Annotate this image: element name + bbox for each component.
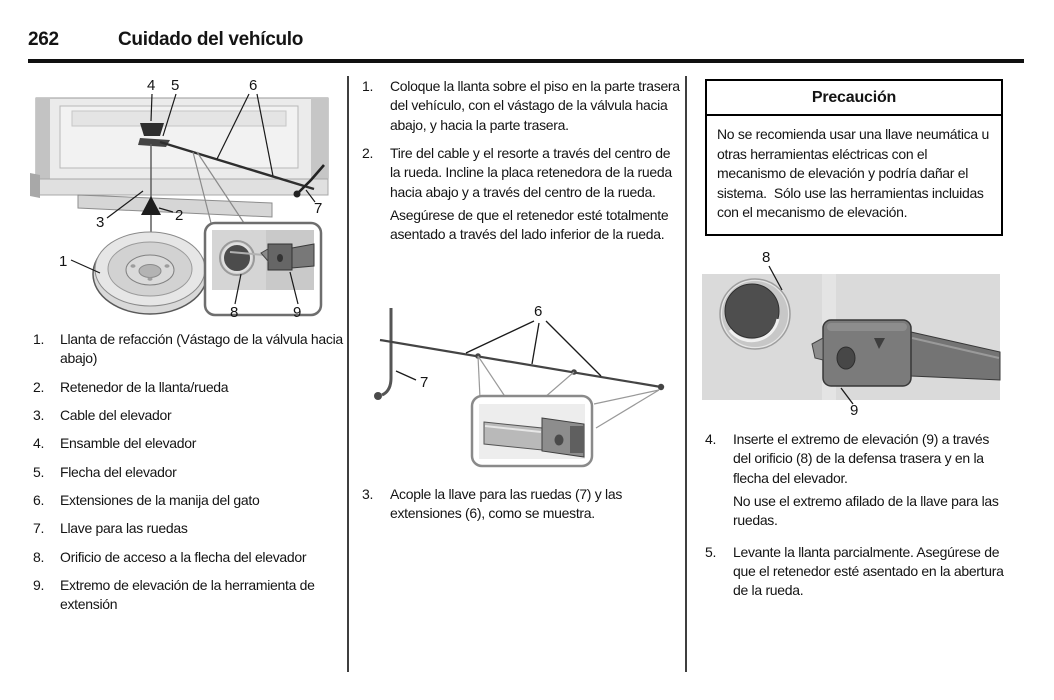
legend-item: 7. Llave para las ruedas: [33, 519, 351, 538]
access-hole-inset-art: [222, 243, 252, 273]
instruction-steps-4-5: 4. Inserte el extremo de elevación (9) a …: [705, 430, 1005, 610]
step-text: Acople la llave para las ruedas (7) y la…: [390, 486, 623, 522]
step-item: 1. Coloque la llanta sobre el piso en la …: [362, 77, 682, 135]
callout-9: 9: [850, 402, 858, 416]
legend-item-number: 8.: [33, 548, 45, 565]
extension-rod-art: [159, 140, 315, 191]
header-rule: [28, 59, 1024, 63]
chapter-title: Cuidado del vehículo: [118, 29, 304, 50]
legend-item: 2. Retenedor de la llanta/rueda: [33, 378, 351, 397]
step-text: Levante la llanta parcialmente. Asegúres…: [733, 543, 1004, 599]
legend-item-text: Llanta de refacción (Vástago de la válvu…: [60, 331, 343, 367]
legend-item-text: Extensiones de la manija del gato: [60, 491, 260, 508]
step-number: 4.: [705, 431, 717, 447]
legend-item-number: 2.: [33, 378, 45, 395]
instruction-step-3: 3. Acople la llave para las ruedas (7) y …: [362, 485, 682, 533]
legend-item: 8. Orificio de acceso a la flecha del ele…: [33, 548, 351, 567]
legend-item: 4. Ensamble del elevador: [33, 434, 351, 453]
lift-tool-end-art: [811, 319, 1001, 387]
legend-item-number: 3.: [33, 406, 45, 423]
legend-item-number: 7.: [33, 520, 45, 537]
step-number: 5.: [705, 543, 717, 560]
legend-item-number: 4.: [33, 435, 45, 452]
callout-3: 3: [96, 214, 104, 231]
legend-item-text: Extremo de elevación de la herramienta d…: [60, 576, 315, 613]
caution-title: Precaución: [707, 81, 1001, 116]
callout-7: 7: [420, 374, 428, 391]
figure-wrench-extensions: 6 7: [374, 303, 665, 468]
legend-item-number: 5.: [33, 463, 45, 480]
step-note: No use el extremo afilado de la llave pa…: [733, 492, 999, 529]
legend-item-number: 1.: [33, 331, 45, 347]
figure1-inset: 8 9: [192, 151, 323, 321]
callout-2: 2: [175, 207, 183, 224]
figure2-inset: [470, 355, 660, 468]
step-number: 2.: [362, 144, 374, 161]
step-note: Asegúrese de que el retenedor esté total…: [390, 206, 669, 243]
wheel-wrench-art: [374, 308, 393, 400]
figure2-callouts: [395, 320, 602, 381]
step-item: 4. Inserte el extremo de elevación (9) a …: [705, 430, 1005, 488]
legend-item-text: Flecha del elevador: [60, 463, 177, 480]
step-item: 5. Levante la llanta parcialmente. Asegúr…: [705, 543, 1005, 601]
column-divider: [685, 76, 687, 672]
wheel-wrench-art: [293, 164, 325, 198]
legend-item: 6. Extensiones de la manija del gato: [33, 491, 351, 510]
callout-8: 8: [230, 304, 238, 321]
legend-item-text: Orificio de acceso a la flecha del eleva…: [60, 548, 307, 565]
legend-item: 9. Extremo de elevación de la herramienta…: [33, 576, 351, 615]
legend-item-number: 6.: [33, 491, 45, 508]
step-text: Coloque la llanta sobre el piso en la pa…: [390, 78, 680, 133]
callout-6: 6: [534, 303, 542, 320]
callout-7: 7: [314, 200, 322, 217]
callout-9: 9: [293, 304, 301, 321]
callout-5: 5: [171, 77, 179, 94]
figure3-callouts: [768, 265, 854, 405]
figure1-callouts: [70, 93, 316, 274]
tool-end-inset-art: [260, 243, 315, 271]
step-text: Tire del cable y el resorte a través del…: [390, 144, 672, 200]
figure-spare-tire-lowering: 8 9 4 5 6 7 3 2 1: [30, 77, 329, 321]
step-item: 2. Tire del cable y el resorte a través d…: [362, 144, 682, 202]
vehicle-rear-illustration: [30, 97, 329, 218]
column-divider: [347, 76, 349, 672]
legend-item-number: 9.: [33, 576, 45, 593]
step-text: Inserte el extremo de elevación (9) a tr…: [733, 431, 990, 486]
hoist-assembly-art: [140, 123, 164, 136]
parts-legend: 1. Llanta de refacción (Vástago de la vál…: [33, 330, 351, 623]
legend-item-text: Llave para las ruedas: [60, 520, 188, 537]
tire-retainer-art: [141, 196, 161, 215]
step-number: 1.: [362, 78, 374, 94]
callout-8: 8: [762, 249, 770, 266]
callout-4: 4: [147, 77, 155, 94]
spare-tire-art: [92, 231, 208, 315]
legend-item: 3. Cable del elevador: [33, 406, 351, 425]
caution-body: No se recomienda usar una llave neumátic…: [717, 126, 993, 221]
page-number: 262: [28, 29, 59, 50]
instruction-steps-1-2: 1. Coloque la llanta sobre el piso en la …: [362, 77, 682, 257]
figure-bumper-hole-tool: 8 9: [702, 249, 1001, 416]
step-number: 3.: [362, 486, 374, 502]
callout-1: 1: [59, 253, 67, 270]
step-item: 3. Acople la llave para las ruedas (7) y …: [362, 485, 682, 524]
legend-item: 5. Flecha del elevador: [33, 463, 351, 482]
legend-item-text: Retenedor de la llanta/rueda: [60, 378, 229, 395]
access-hole-art: [719, 278, 791, 350]
legend-item-text: Cable del elevador: [60, 406, 172, 423]
legend-item-text: Ensamble del elevador: [60, 435, 197, 452]
callout-6: 6: [249, 77, 257, 94]
caution-box: Precaución No se recomienda usar una lla…: [705, 79, 1003, 236]
legend-item: 1. Llanta de refacción (Vástago de la vál…: [33, 330, 351, 369]
hoist-arrow-art: [138, 138, 170, 147]
